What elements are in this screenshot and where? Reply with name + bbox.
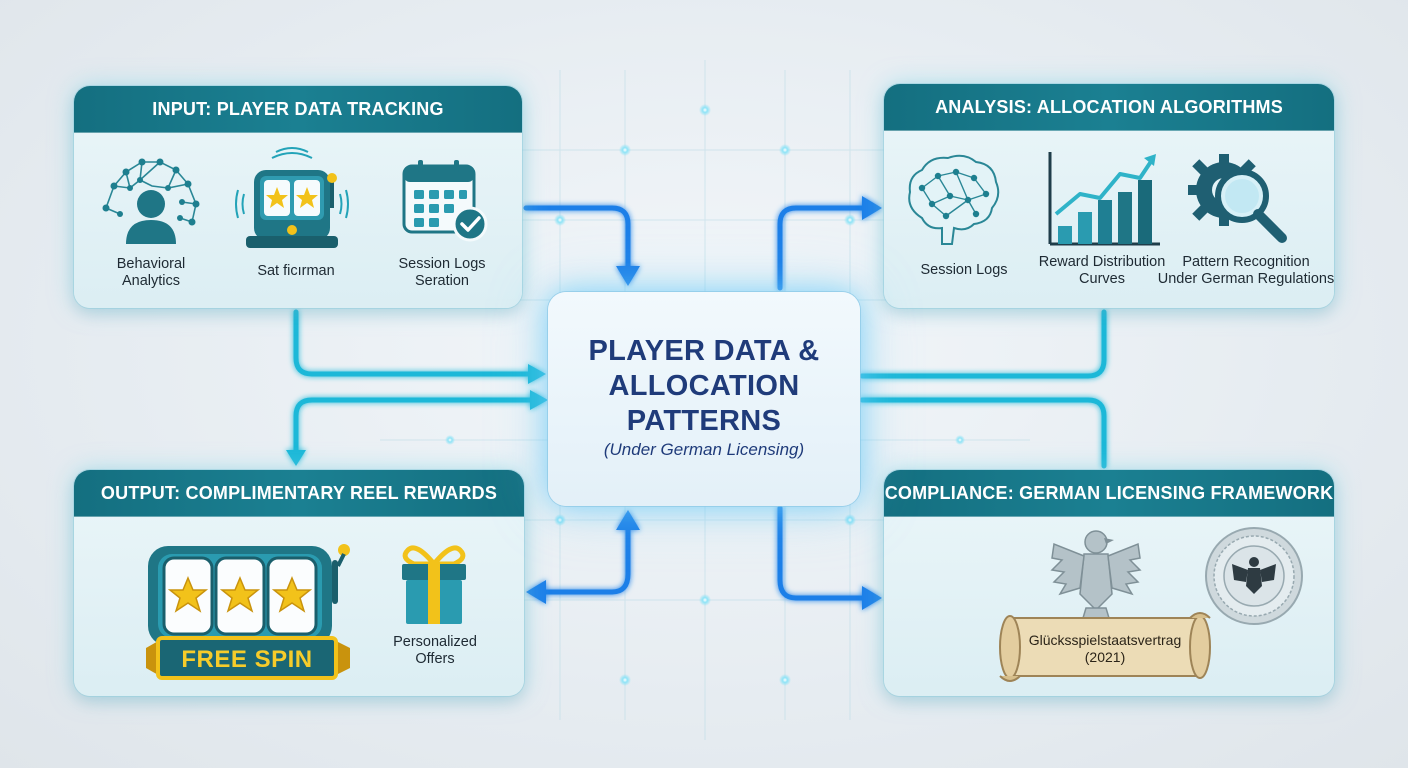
calendar-check-icon — [402, 160, 488, 242]
arrowhead-up-center — [616, 510, 640, 530]
center-title: PLAYER DATA & ALLOCATION PATTERNS — [548, 334, 860, 439]
center-title-line-2: ALLOCATION — [608, 370, 800, 402]
arrow-input-to-center — [523, 205, 631, 271]
analysis-panel: ANALYSIS: ALLOCATION ALGORITHMS Session … — [884, 84, 1334, 308]
analysis-session-logs-label: Session Logs — [920, 262, 1008, 278]
input-panel: INPUT: PLAYER DATA TRACKING Behavioral A… — [74, 86, 522, 308]
connector-input-to-center — [293, 309, 531, 377]
arrowhead-right-analysis — [862, 196, 882, 220]
arrow-center-to-analysis — [777, 205, 867, 291]
neural-brain-icon — [908, 154, 1000, 245]
gluecksspielstaatsvertrag-label: Glücksspielstaatsvertrag (2021) — [1028, 632, 1182, 665]
behavioral-analytics-label: Behavioral Analytics — [116, 256, 186, 289]
connector-analysis-to-center — [859, 309, 1107, 379]
reward-distribution-label: Reward Distribution Curves — [1038, 254, 1166, 287]
brain-network-person-icon — [102, 158, 200, 244]
parchment-scroll-icon — [999, 612, 1211, 682]
center-subtitle: (Under German Licensing) — [603, 440, 805, 459]
center-title-line-1: PLAYER DATA & — [588, 335, 820, 367]
official-seal-icon — [1205, 527, 1303, 625]
slot-machine-icon — [235, 147, 349, 248]
personalized-offers-label: Personalized Offers — [393, 634, 477, 667]
center-title-line-3: PATTERNS — [626, 405, 782, 437]
arrow-center-to-compliance — [777, 505, 867, 601]
session-logs-label: Session Logs Seration — [398, 256, 486, 289]
arrowhead-right-compliance — [862, 586, 882, 610]
compliance-panel: COMPLIANCE: GERMAN LICENSING FRAMEWORK — [884, 470, 1334, 696]
arrowhead-left-output — [526, 580, 546, 604]
arrowhead-center-left — [530, 390, 548, 410]
bar-chart-trend-icon — [1048, 152, 1160, 246]
center-node: PLAYER DATA & ALLOCATION PATTERNS (Under… — [548, 292, 860, 506]
gift-box-icon — [402, 545, 466, 624]
gear-magnifier-icon — [1188, 154, 1287, 243]
grid-glow-dots — [445, 104, 965, 686]
connector-center-to-compliance — [859, 397, 1107, 469]
connector-center-to-output — [293, 397, 539, 455]
slot-machine-label: Sat ficırman — [257, 263, 335, 279]
analysis-panel-title: ANALYSIS: ALLOCATION ALGORITHMS — [884, 84, 1334, 131]
arrowhead-to-output — [286, 450, 306, 466]
arrowhead-input-center — [528, 364, 546, 384]
compliance-panel-title: COMPLIANCE: GERMAN LICENSING FRAMEWORK — [884, 470, 1334, 517]
input-panel-title: INPUT: PLAYER DATA TRACKING — [74, 86, 522, 133]
free-spin-banner-label: FREE SPIN — [181, 646, 313, 673]
pattern-recognition-label: Pattern Recognition Under German Regulat… — [1157, 254, 1334, 287]
slot-reels-stars-icon — [146, 544, 350, 680]
output-panel-title: OUTPUT: COMPLIMENTARY REEL REWARDS — [74, 470, 524, 517]
arrow-center-to-output — [541, 527, 631, 595]
arrowhead-down-center — [616, 266, 640, 286]
output-panel: OUTPUT: COMPLIMENTARY REEL REWARDS FREE … — [74, 470, 524, 696]
